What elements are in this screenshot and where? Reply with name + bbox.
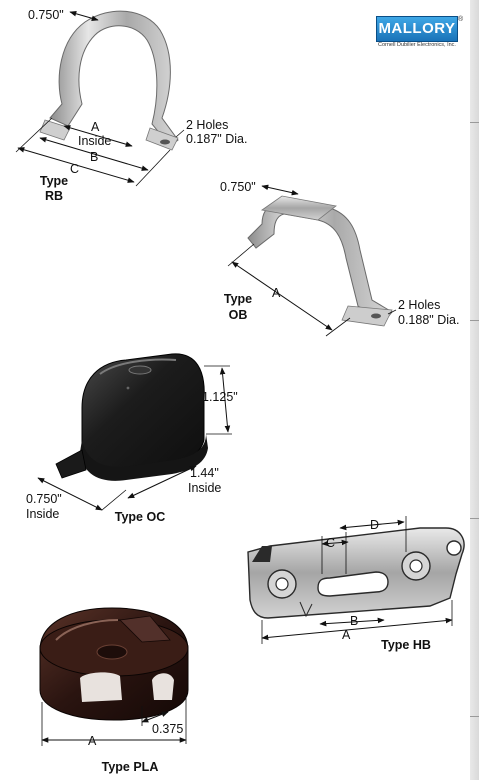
rb-dim-b: B (90, 150, 99, 164)
edge-tick (470, 716, 479, 717)
hb-dim-b: B (350, 614, 359, 628)
ob-caption-type: Type (223, 292, 253, 306)
ob-dim-width: 0.750" (220, 180, 256, 194)
hb-dim-c: C (326, 536, 336, 550)
type-hb-bracket (247, 527, 465, 619)
ob-holes-count: 2 Holes (398, 298, 441, 312)
rb-dim-width: 0.750" (28, 8, 64, 22)
hb-dim-a: A (342, 628, 351, 642)
ob-holes-diameter: 0.188" Dia. (398, 313, 460, 327)
rb-caption-type: Type (39, 174, 69, 188)
page-edge-band (470, 0, 479, 780)
ob-dim-a: A (272, 286, 281, 300)
oc-dim-inside-value: 1.44" (190, 466, 219, 480)
pla-dim-a: A (88, 734, 97, 748)
rb-caption-code: RB (44, 189, 64, 203)
edge-tick (470, 122, 479, 123)
type-ob-clamp (247, 195, 393, 327)
ob-caption-code: OB (228, 308, 248, 322)
oc-dim-height: 1.125" (202, 390, 238, 404)
rb-dim-a: A (91, 120, 100, 134)
type-oc-cover (55, 353, 208, 481)
pla-dim-slot: 0.375 (152, 722, 184, 736)
oc-dim-inside-label: Inside (188, 481, 222, 495)
mallory-logo: MALLORY (376, 16, 458, 42)
type-pla-cover (39, 607, 189, 721)
hb-caption: Type HB (381, 638, 431, 652)
type-rb-clamp (39, 10, 179, 151)
trademark-symbol: ® (458, 16, 464, 23)
edge-tick (470, 518, 479, 519)
rb-dim-c: C (70, 162, 80, 176)
oc-dim-width-value: 0.750" (26, 492, 62, 506)
rb-holes-diameter: 0.187" Dia. (186, 132, 248, 146)
oc-caption: Type OC (114, 510, 166, 524)
oc-dim-width-label: Inside (26, 507, 60, 521)
edge-tick (470, 320, 479, 321)
pla-caption: Type PLA (101, 760, 159, 774)
logo-subtitle: Cornell Dubilier Electronics, Inc. (378, 42, 456, 48)
hb-dim-d: D (370, 518, 380, 532)
rb-holes-count: 2 Holes (186, 118, 229, 132)
rb-dim-a-inside: Inside (78, 134, 112, 148)
